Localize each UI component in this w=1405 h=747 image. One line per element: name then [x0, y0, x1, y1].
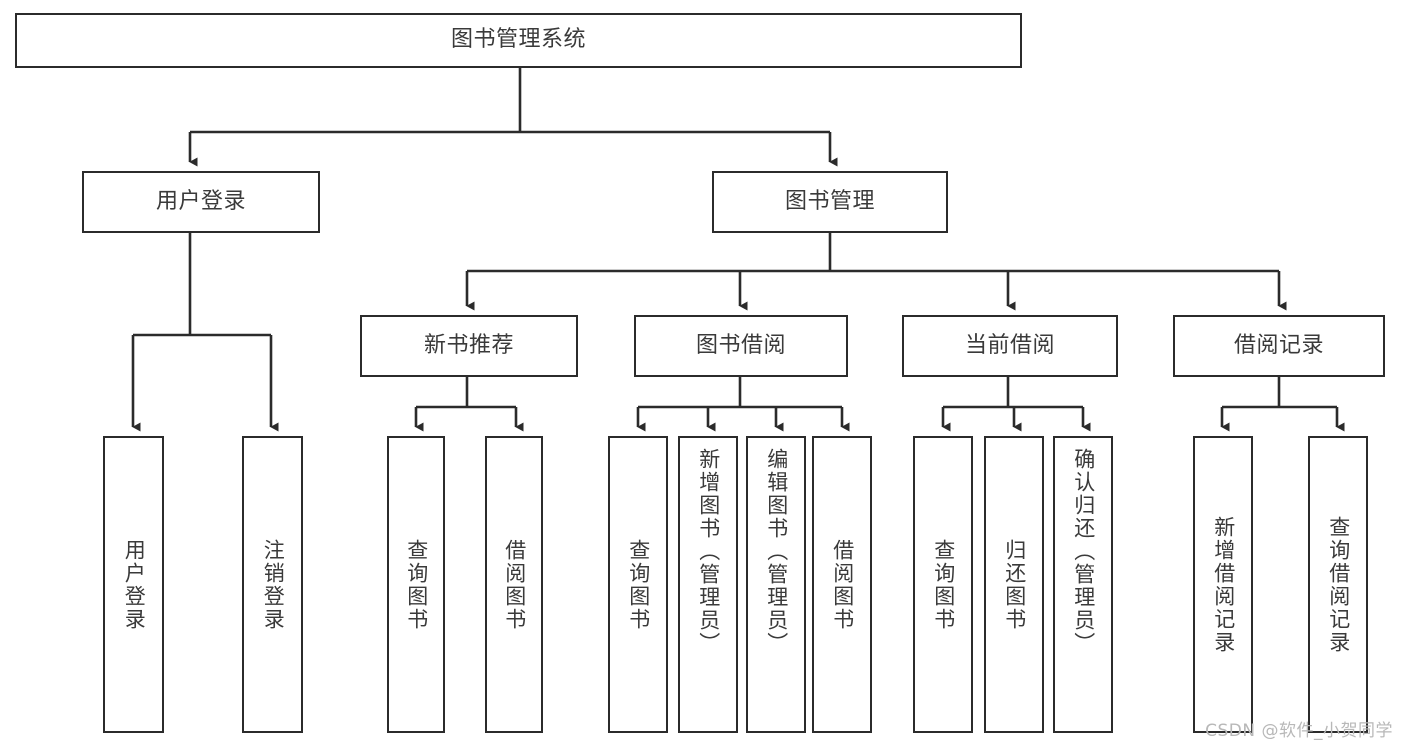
leaf-nb-borrow-book[interactable]: 借阅图书: [485, 436, 543, 733]
leaf-br-query-record-label: 查询借阅记录: [1326, 515, 1351, 654]
leaf-nb-query-book[interactable]: 查询图书: [387, 436, 445, 733]
node-book-management-label: 图书管理: [784, 188, 875, 214]
node-borrow-record[interactable]: 借阅记录: [1173, 315, 1385, 377]
leaf-nb-query-book-label: 查询图书: [404, 538, 429, 631]
leaf-nb-borrow-book-label: 借阅图书: [502, 538, 527, 631]
leaf-bb-edit-book-label: 编辑图书（管理员）: [764, 448, 789, 655]
node-root-system[interactable]: 图书管理系统: [15, 13, 1022, 68]
node-user-login[interactable]: 用户登录: [82, 171, 320, 233]
node-book-borrow-label: 图书借阅: [695, 332, 786, 358]
node-book-borrow[interactable]: 图书借阅: [634, 315, 848, 377]
leaf-br-query-record[interactable]: 查询借阅记录: [1308, 436, 1368, 733]
node-user-login-label: 用户登录: [155, 188, 246, 214]
leaf-user-login-label: 用户登录: [122, 538, 147, 631]
leaf-br-add-record[interactable]: 新增借阅记录: [1193, 436, 1253, 733]
leaf-logout[interactable]: 注销登录: [242, 436, 303, 733]
node-book-management[interactable]: 图书管理: [712, 171, 948, 233]
leaf-bb-borrow-book[interactable]: 借阅图书: [812, 436, 872, 733]
watermark-text: CSDN @软件_小贺同学: [1205, 721, 1393, 741]
leaf-bb-add-book[interactable]: 新增图书（管理员）: [678, 436, 738, 733]
node-root-system-label: 图书管理系统: [450, 27, 586, 53]
node-current-borrow-label: 当前借阅: [964, 332, 1055, 358]
leaf-cb-return-book-label: 归还图书: [1002, 538, 1027, 631]
leaf-logout-label: 注销登录: [261, 538, 286, 631]
leaf-bb-query-book[interactable]: 查询图书: [608, 436, 668, 733]
leaf-cb-confirm-return[interactable]: 确认归还（管理员）: [1053, 436, 1113, 733]
leaf-bb-borrow-book-label: 借阅图书: [830, 538, 855, 631]
leaf-bb-edit-book[interactable]: 编辑图书（管理员）: [746, 436, 806, 733]
node-borrow-record-label: 借阅记录: [1233, 332, 1324, 358]
leaf-cb-return-book[interactable]: 归还图书: [984, 436, 1044, 733]
leaf-user-login[interactable]: 用户登录: [103, 436, 164, 733]
leaf-cb-confirm-return-label: 确认归还（管理员）: [1071, 448, 1096, 655]
leaf-cb-query-book-label: 查询图书: [931, 538, 956, 631]
leaf-bb-add-book-label: 新增图书（管理员）: [696, 448, 721, 655]
node-new-book-recommend[interactable]: 新书推荐: [360, 315, 578, 377]
node-current-borrow[interactable]: 当前借阅: [902, 315, 1118, 377]
leaf-br-add-record-label: 新增借阅记录: [1211, 515, 1236, 654]
node-new-book-recommend-label: 新书推荐: [423, 332, 514, 358]
leaf-bb-query-book-label: 查询图书: [626, 538, 651, 631]
leaf-cb-query-book[interactable]: 查询图书: [913, 436, 973, 733]
